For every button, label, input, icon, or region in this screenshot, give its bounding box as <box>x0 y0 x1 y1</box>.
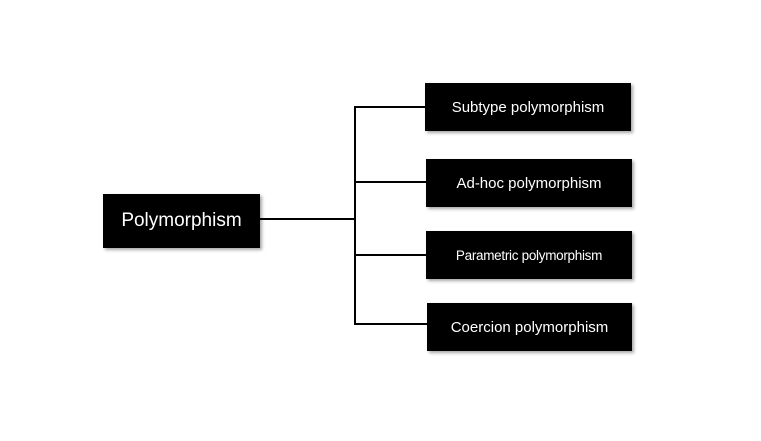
root-node-polymorphism: Polymorphism <box>103 194 260 248</box>
child-node-adhoc-polymorphism: Ad-hoc polymorphism <box>426 159 632 207</box>
child-node-subtype-polymorphism: Subtype polymorphism <box>425 83 631 131</box>
child-node-coercion-polymorphism: Coercion polymorphism <box>427 303 632 351</box>
child-node-parametric-polymorphism: Parametric polymorphism <box>426 231 632 279</box>
